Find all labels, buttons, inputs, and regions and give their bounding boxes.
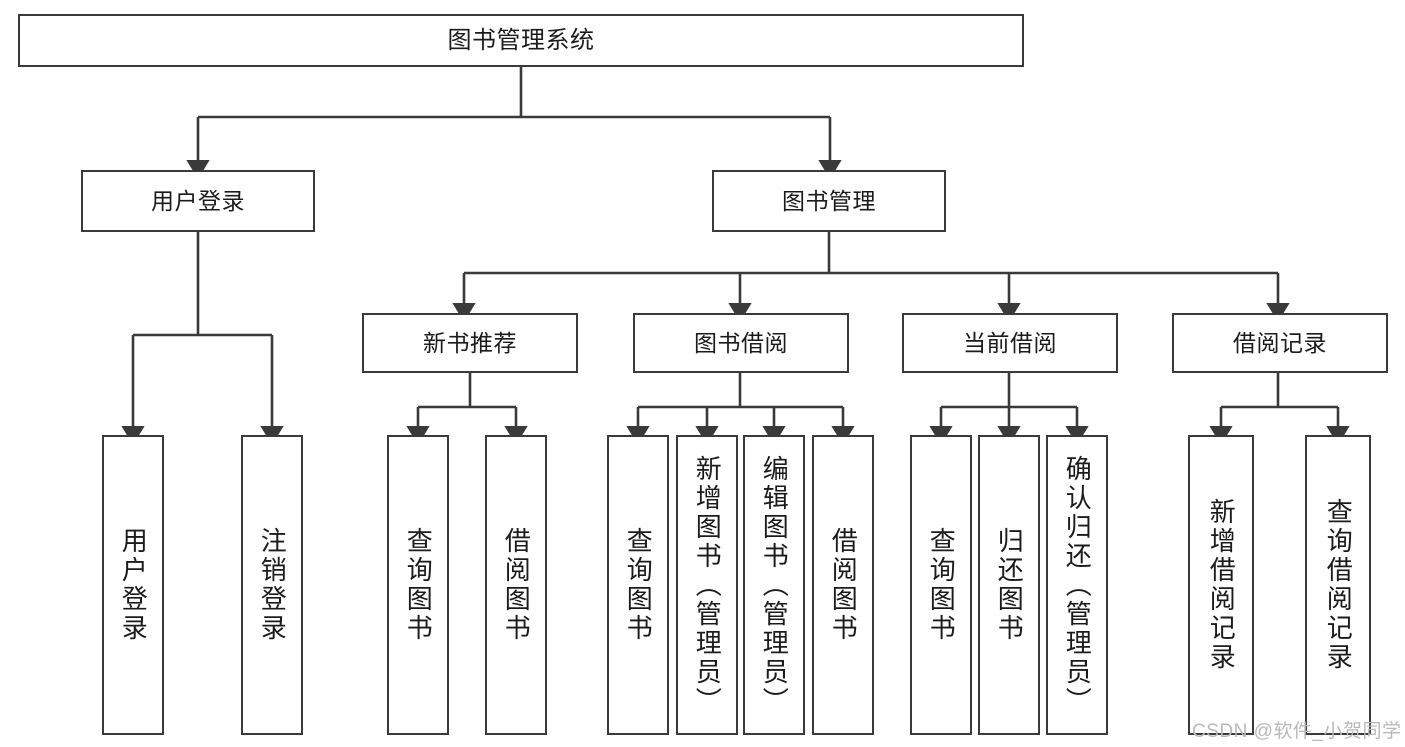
node-book-management[interactable]: 图书管理 — [712, 170, 946, 232]
leaf-book-borrow-1[interactable]: 新增图书（管理员） — [676, 435, 738, 735]
leaf-label: 借阅图书 — [501, 527, 532, 643]
node-label: 图书管理 — [782, 187, 876, 214]
leaf-user-login-1[interactable]: 注销登录 — [241, 435, 303, 735]
node-root-system[interactable]: 图书管理系统 — [18, 14, 1024, 67]
leaf-book-borrow-0[interactable]: 查询图书 — [607, 435, 669, 735]
leaf-borrow-record-1[interactable]: 查询借阅记录 — [1305, 435, 1371, 735]
leaf-label: 归还图书 — [994, 527, 1025, 643]
leaf-book-borrow-3[interactable]: 借阅图书 — [812, 435, 874, 735]
leaf-label: 查询借阅记录 — [1323, 498, 1354, 672]
node-current-borrow[interactable]: 当前借阅 — [902, 313, 1118, 373]
leaf-label: 用户登录 — [118, 527, 149, 643]
node-label: 新书推荐 — [423, 329, 517, 356]
node-label: 图书借阅 — [694, 329, 788, 356]
leaf-current-borrow-0[interactable]: 查询图书 — [910, 435, 972, 735]
node-new-book-recommend[interactable]: 新书推荐 — [362, 313, 578, 373]
node-label: 当前借阅 — [963, 329, 1057, 356]
leaf-new-book-rec-1[interactable]: 借阅图书 — [485, 435, 547, 735]
leaf-current-borrow-1[interactable]: 归还图书 — [978, 435, 1040, 735]
node-label: 图书管理系统 — [447, 26, 595, 54]
leaf-label: 新增借阅记录 — [1206, 498, 1237, 672]
leaf-label: 确认归还（管理员） — [1062, 454, 1093, 716]
leaf-user-login-0[interactable]: 用户登录 — [102, 435, 164, 735]
node-borrow-record[interactable]: 借阅记录 — [1172, 313, 1388, 373]
leaf-label: 查询图书 — [926, 527, 957, 643]
leaf-label: 新增图书（管理员） — [692, 454, 723, 716]
leaf-new-book-rec-0[interactable]: 查询图书 — [387, 435, 449, 735]
node-user-login[interactable]: 用户登录 — [81, 170, 315, 232]
leaf-label: 注销登录 — [257, 527, 288, 643]
leaf-label: 查询图书 — [623, 527, 654, 643]
leaf-book-borrow-2[interactable]: 编辑图书（管理员） — [743, 435, 805, 735]
leaf-current-borrow-2[interactable]: 确认归还（管理员） — [1046, 435, 1108, 735]
node-label: 用户登录 — [151, 187, 245, 214]
node-label: 借阅记录 — [1233, 329, 1327, 356]
leaf-borrow-record-0[interactable]: 新增借阅记录 — [1188, 435, 1254, 735]
leaf-label: 借阅图书 — [828, 527, 859, 643]
leaf-label: 编辑图书（管理员） — [759, 454, 790, 716]
csdn-watermark: CSDN @软件_小贺同学 — [1192, 721, 1402, 742]
node-book-borrow[interactable]: 图书借阅 — [633, 313, 849, 373]
leaf-label: 查询图书 — [403, 527, 434, 643]
